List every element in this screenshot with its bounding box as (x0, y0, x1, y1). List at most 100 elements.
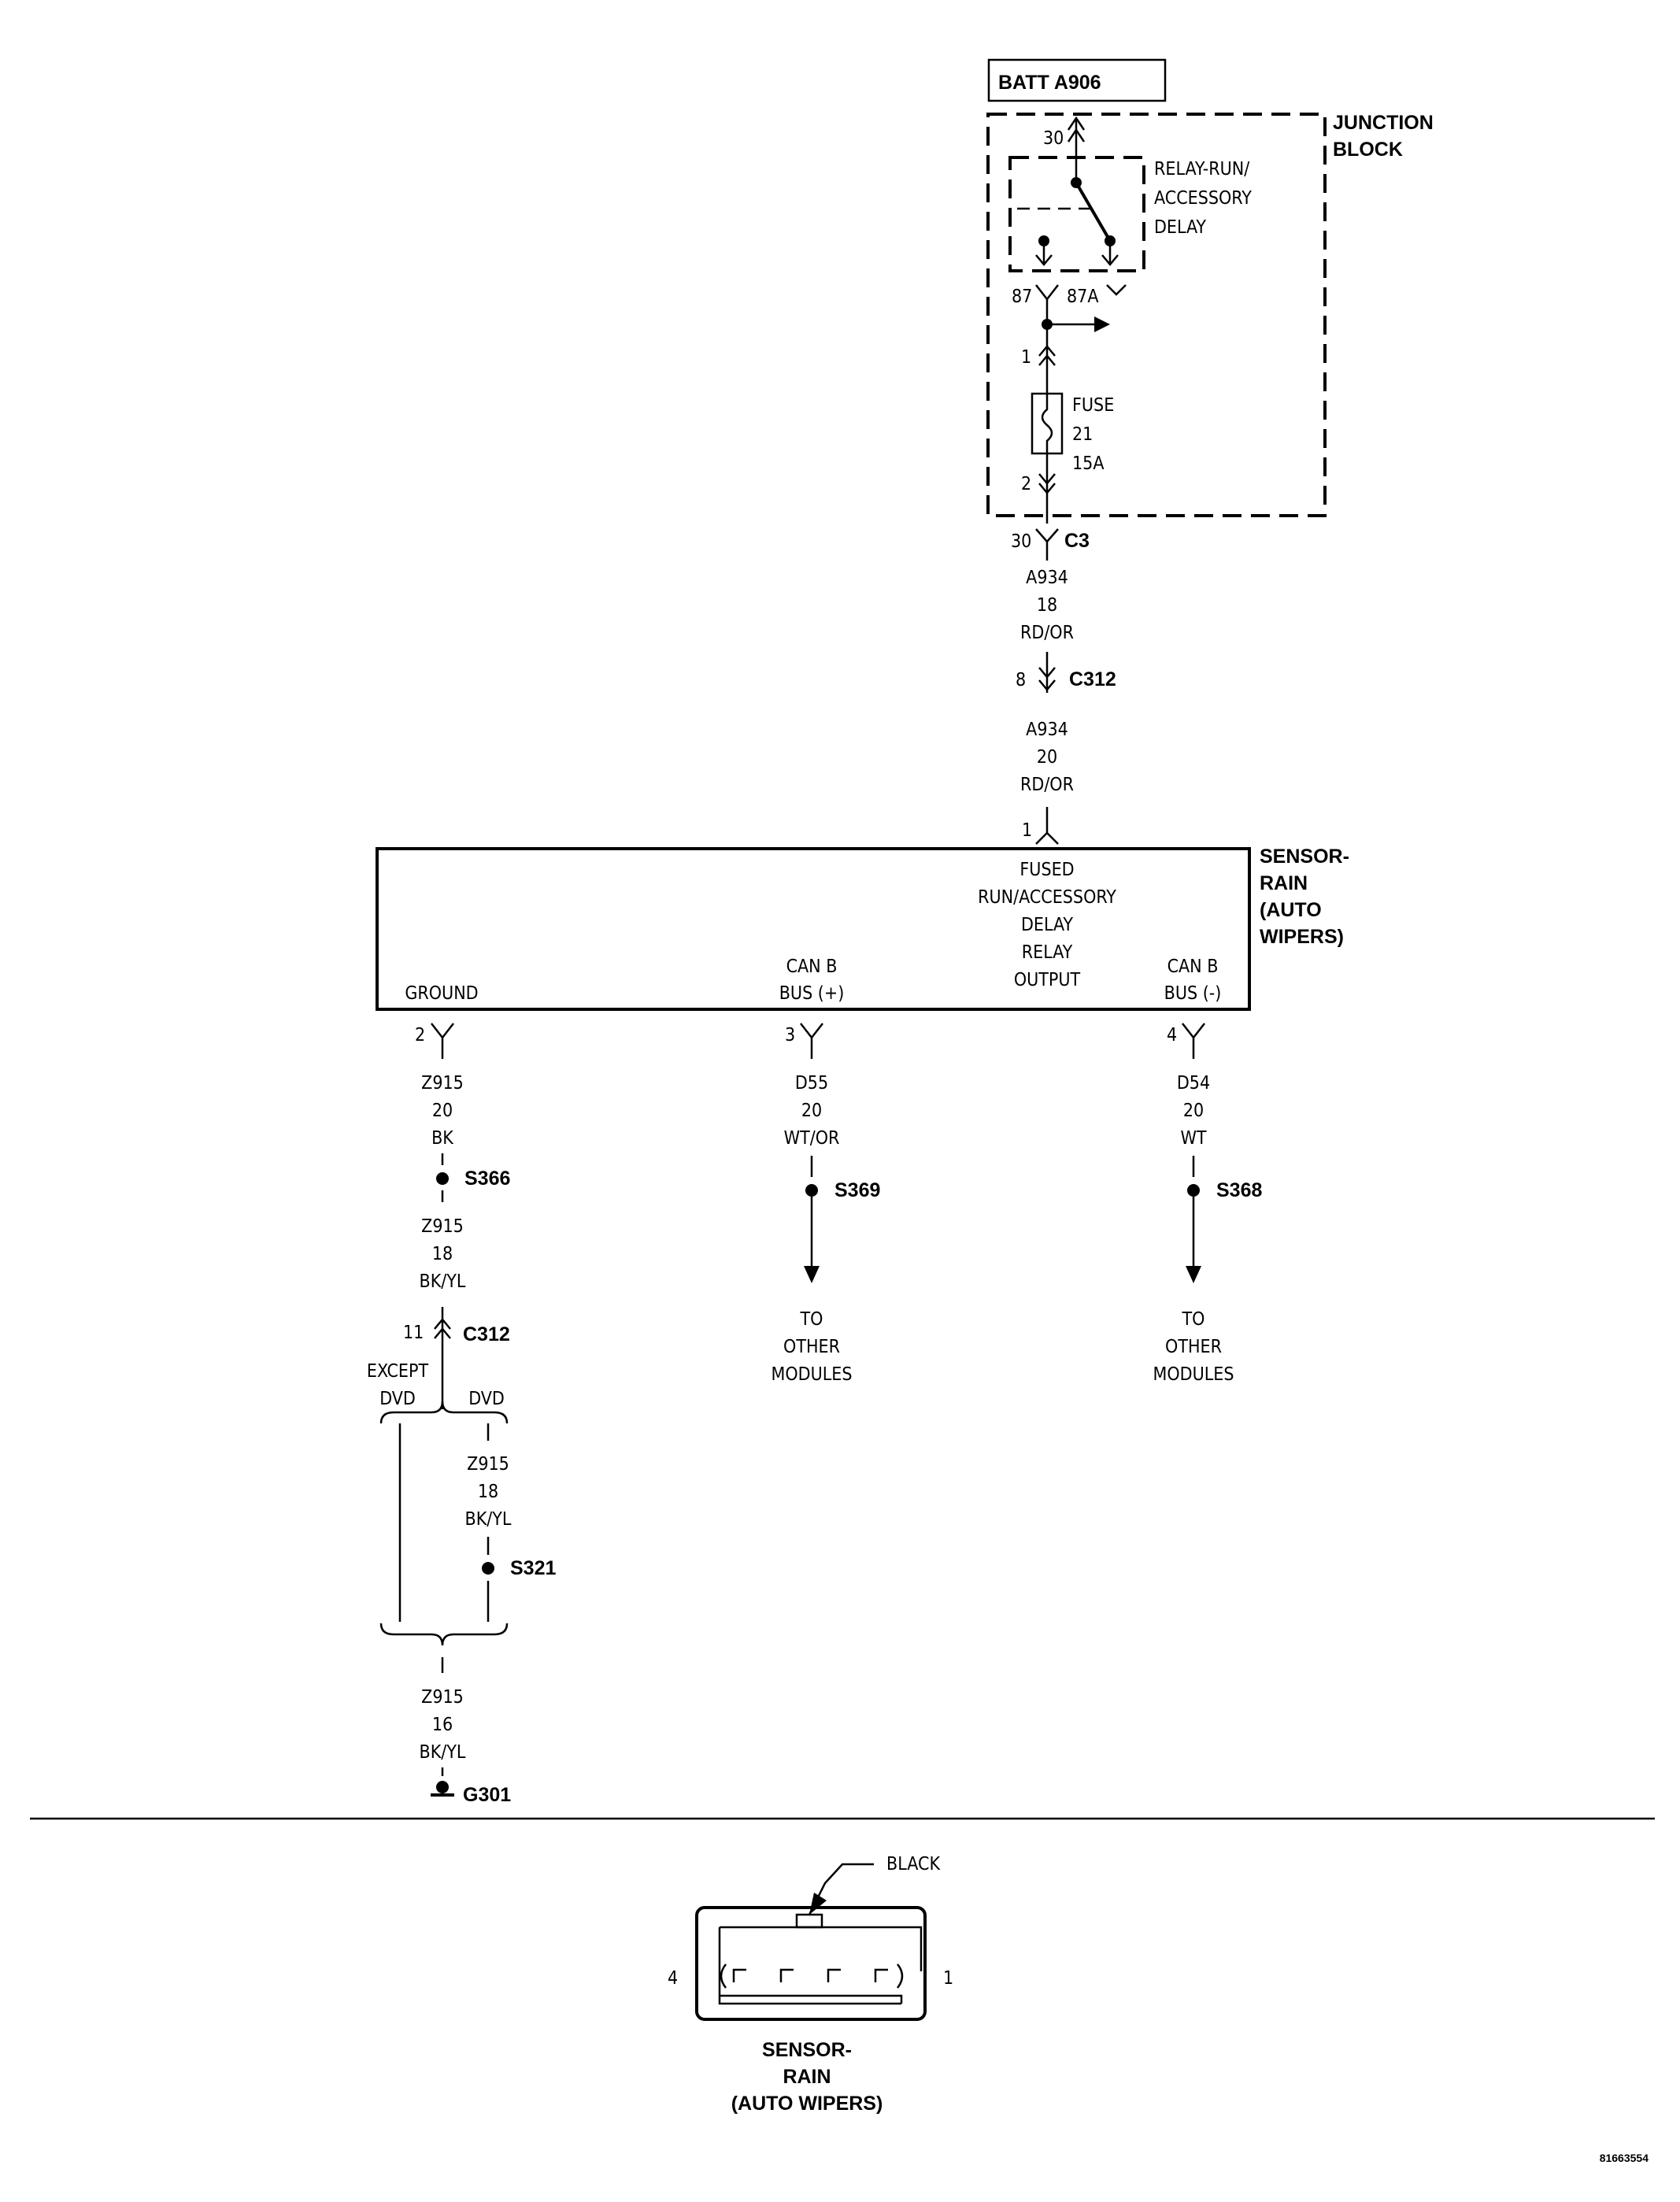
c3-connector (1035, 528, 1059, 561)
canp-pin3-connector (800, 1023, 823, 1059)
junction-block-title-1: JUNCTION (1333, 112, 1434, 134)
except-dvd-1: EXCEPT (367, 1361, 429, 1382)
ground-g301-dot (436, 1781, 449, 1793)
canp-label-1: CAN B (786, 957, 838, 977)
relay-label-1: RELAY-RUN/ (1154, 159, 1249, 179)
connector-name-1: SENSOR- (762, 2039, 852, 2061)
gnd-wire1-circuit: Z915 (421, 1073, 464, 1094)
cann-wire-gauge: 20 (1183, 1101, 1204, 1121)
c312-ground-pin: 11 (403, 1323, 424, 1343)
gnd-wire3-circuit: Z915 (467, 1454, 509, 1475)
relay-label-2: ACCESSORY (1154, 188, 1252, 209)
fused-output-5: OUTPUT (1014, 970, 1081, 990)
ground-pin-2: 2 (415, 1025, 425, 1045)
connector-face-ledge (720, 1994, 903, 2004)
sensor-name-4: WIPERS) (1260, 926, 1344, 948)
option-brace-top (379, 1401, 509, 1424)
cann-label-2: BUS (-) (1164, 983, 1222, 1004)
gnd-wire4-gauge: 16 (432, 1715, 453, 1735)
c312-top-pin: 8 (1016, 670, 1026, 690)
except-dvd-2: DVD (379, 1389, 416, 1409)
cann-wire-color: WT (1180, 1128, 1206, 1149)
canp-to-3: MODULES (772, 1364, 853, 1385)
gnd-wire4-circuit: Z915 (421, 1687, 464, 1708)
a934-upper-color: RD/OR (1020, 623, 1074, 643)
splice-s369-dot (805, 1184, 818, 1197)
battery-label: BATT A906 (998, 72, 1101, 94)
a934-upper-circuit: A934 (1026, 568, 1068, 588)
c312-ground-connector (434, 1307, 451, 1409)
gnd-wire2-color: BK/YL (420, 1271, 466, 1292)
connector-face-inner (718, 1926, 923, 2005)
fuse-in-connector (1038, 324, 1056, 394)
connector-name-3: (AUTO WIPERS) (731, 2093, 883, 2115)
splice-s368-dot (1187, 1184, 1200, 1197)
relay-pin-87: 87 (1012, 287, 1032, 307)
connector-color-label: BLACK (886, 1854, 940, 1874)
gnd-wire1-color: BK (431, 1128, 453, 1149)
fuse-element (1041, 394, 1053, 453)
junction-block-outline (986, 113, 1327, 517)
connector-face-outer (695, 1906, 927, 2021)
c312-ground-name: C312 (463, 1323, 510, 1345)
connector-side-keys (720, 1963, 904, 1989)
cann-to-1: TO (1182, 1309, 1205, 1330)
fuse-pin-1: 1 (1021, 347, 1031, 368)
connector-pin-left: 4 (668, 1968, 678, 1989)
battery-label-box (987, 58, 1167, 102)
gnd-wire3-gauge: 18 (478, 1482, 498, 1502)
fused-output-3: DELAY (1021, 915, 1073, 935)
gnd-wire2-circuit: Z915 (421, 1216, 464, 1237)
connector-name-2: RAIN (783, 2066, 831, 2088)
fused-output-2: RUN/ACCESSORY (978, 887, 1116, 908)
relay-pin-87a: 87A (1067, 287, 1098, 307)
gnd-wire4-color: BK/YL (420, 1742, 466, 1763)
fused-output-4: RELAY (1022, 942, 1073, 963)
ground-label: GROUND (405, 983, 478, 1004)
a934-lower-circuit: A934 (1026, 720, 1068, 740)
relay-87a-terminal (1101, 241, 1119, 266)
relay-pin-30: 30 (1043, 128, 1064, 149)
fused-output-1: FUSED (1019, 860, 1074, 880)
cann-to-3: MODULES (1153, 1364, 1234, 1385)
splice-s321-label: S321 (510, 1557, 556, 1579)
c3-name: C3 (1064, 530, 1090, 552)
a934-lower-color: RD/OR (1020, 775, 1074, 795)
canp-to-2: OTHER (783, 1337, 840, 1357)
connector-pin-right: 1 (943, 1968, 953, 1989)
relay-87-terminal (1035, 241, 1053, 266)
splice-s369-label: S369 (834, 1179, 880, 1201)
figure-id: 81663554 (1600, 2152, 1649, 2164)
canp-label-2: BUS (+) (779, 983, 845, 1004)
fuse-label-3: 15A (1072, 453, 1104, 474)
splice-s366-label: S366 (464, 1168, 510, 1190)
relay-label-3: DELAY (1154, 217, 1206, 238)
canp-pin-3: 3 (785, 1025, 795, 1045)
canp-to-1: TO (800, 1309, 823, 1330)
dvd-label: DVD (468, 1389, 505, 1409)
cann-pin4-connector (1182, 1023, 1205, 1059)
sensor-name-2: RAIN (1260, 872, 1308, 894)
relay-switch-arm (1075, 181, 1112, 242)
sensor-pin1-connector (1035, 807, 1059, 845)
fuse-label-1: FUSE (1072, 395, 1114, 416)
canp-wire-gauge: 20 (801, 1101, 822, 1121)
canp-arrow (804, 1266, 820, 1283)
canp-wire-color: WT/OR (784, 1128, 840, 1149)
gnd-wire1-gauge: 20 (432, 1101, 453, 1121)
c312-top-connector (1038, 652, 1056, 693)
connector-pin-cavities (732, 1968, 888, 1982)
cann-arrow (1186, 1266, 1201, 1283)
fuse-label-2: 21 (1072, 424, 1093, 445)
cann-pin-4: 4 (1167, 1025, 1177, 1045)
a934-lower-gauge: 20 (1037, 747, 1057, 768)
c312-top-name: C312 (1069, 668, 1116, 690)
gnd-wire3-color: BK/YL (465, 1509, 512, 1530)
splice-s366-dot (436, 1172, 449, 1185)
ground-g301-label: G301 (463, 1784, 511, 1806)
sensor-pin-1: 1 (1022, 820, 1032, 841)
sensor-name-1: SENSOR- (1260, 846, 1349, 868)
pin87-connector (1035, 284, 1059, 324)
splice-s368-label: S368 (1216, 1179, 1262, 1201)
